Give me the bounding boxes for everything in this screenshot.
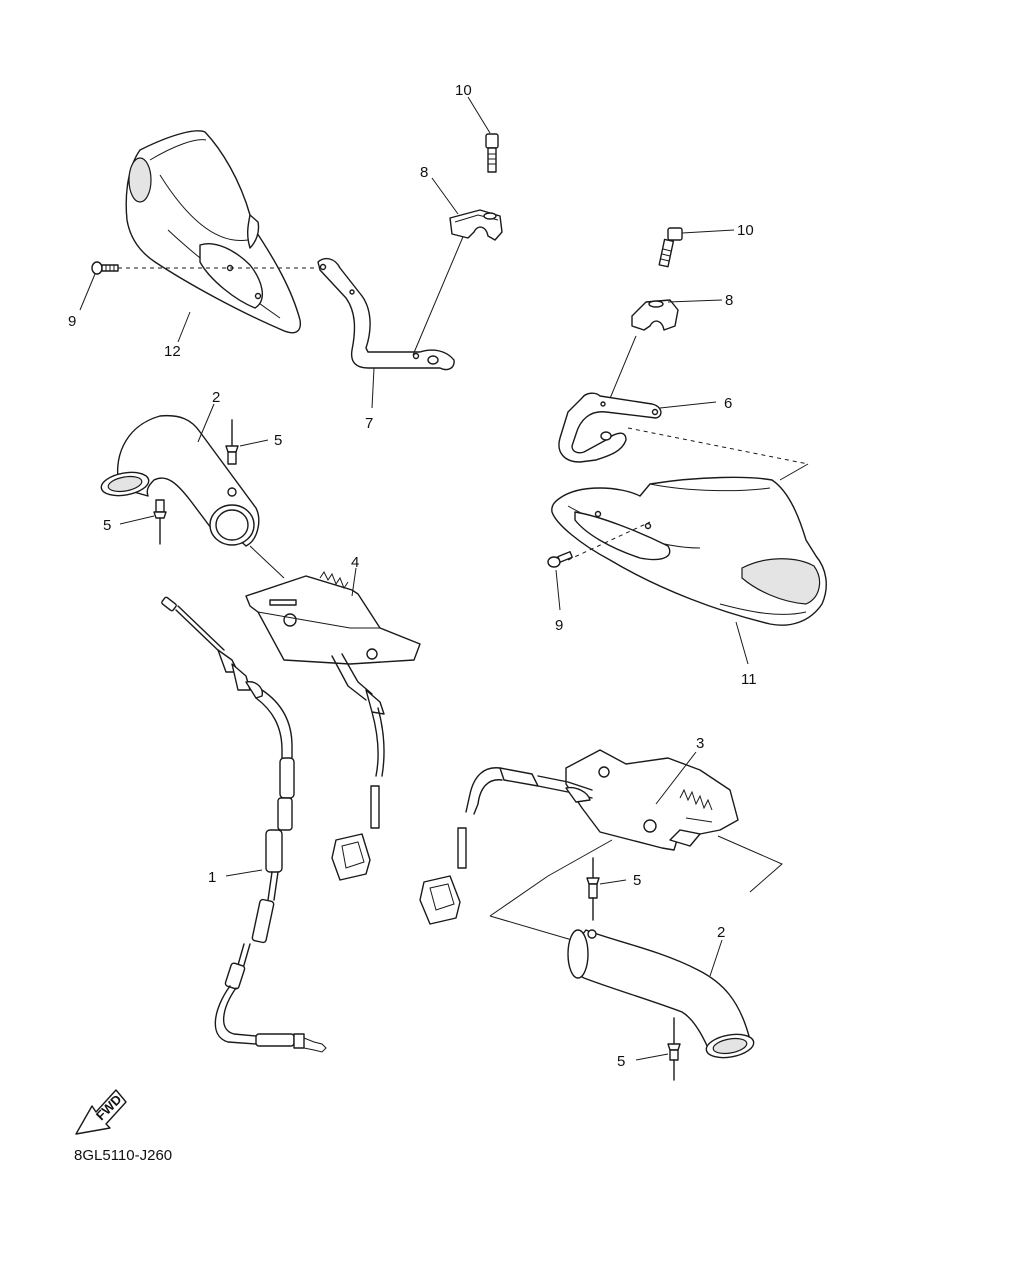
heater-element-4 <box>245 571 421 665</box>
diagram-code: 8GL5110-J260 <box>74 1147 172 1164</box>
callout-5-lower-bottom: 5 <box>617 1053 625 1070</box>
callout-9-right: 9 <box>555 617 563 634</box>
bracket-6 <box>558 392 662 463</box>
rivet-5-upper-left <box>153 499 167 545</box>
callout-5-lower-top: 5 <box>633 872 641 889</box>
grip-2-upper <box>100 414 260 547</box>
callout-7: 7 <box>365 415 373 432</box>
rivet-5-lower-top <box>586 857 600 921</box>
bracket-7 <box>317 257 455 371</box>
callout-2-lower: 2 <box>717 924 725 941</box>
callout-10-left: 10 <box>455 82 472 99</box>
leader-9-to-11 <box>567 521 651 561</box>
callout-2-upper: 2 <box>212 389 220 406</box>
callout-10-right: 10 <box>737 222 754 239</box>
guide-3-to-2 <box>717 835 783 893</box>
callout-4: 4 <box>351 554 359 571</box>
bolt-9-left <box>91 261 119 275</box>
rivet-5-lower-bottom <box>667 1017 681 1081</box>
callout-11: 11 <box>741 671 757 688</box>
handguard-right <box>551 476 827 626</box>
callout-5-upper-right: 5 <box>274 432 282 449</box>
guide-6-11 <box>627 427 809 465</box>
heater-element-3 <box>565 749 739 851</box>
heater-4-lead-wire <box>331 653 385 881</box>
callout-12: 12 <box>164 343 181 360</box>
callout-6: 6 <box>724 395 732 412</box>
callout-5-upper-left: 5 <box>103 517 111 534</box>
screw-10-left <box>485 133 499 173</box>
heater-3-lead-wire <box>419 767 593 925</box>
callout-3: 3 <box>696 735 704 752</box>
clamp-8-left <box>449 209 503 241</box>
clamp-8-right <box>631 299 679 331</box>
grip-2-lower <box>567 929 755 1059</box>
callout-9-left: 9 <box>68 313 76 330</box>
callout-8-left: 8 <box>420 164 428 181</box>
rivet-5-upper-right <box>225 419 239 465</box>
wire-harness-1 <box>161 596 327 1053</box>
callout-1: 1 <box>208 869 216 886</box>
callout-8-right: 8 <box>725 292 733 309</box>
fwd-arrow-icon: FWD <box>75 1089 127 1135</box>
handguard-left <box>125 130 302 334</box>
bolt-9-right <box>547 551 573 568</box>
screw-10-right <box>658 227 683 268</box>
